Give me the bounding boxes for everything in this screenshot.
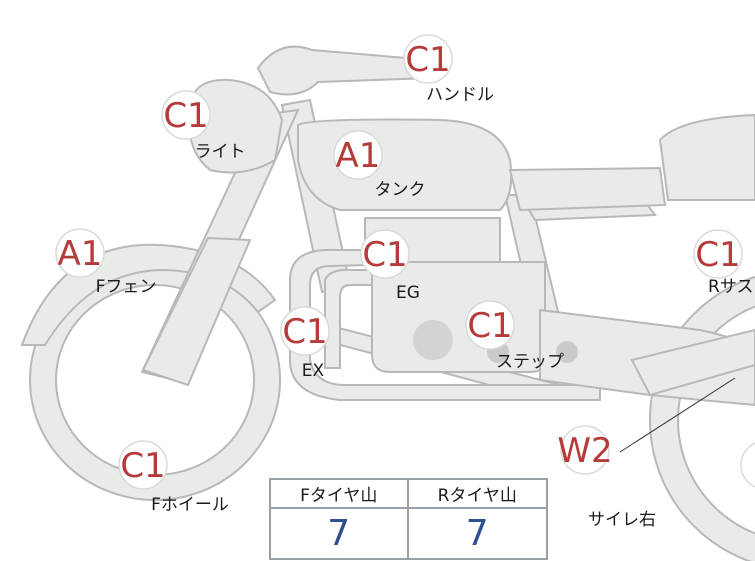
marker-label: ハンドル: [426, 85, 494, 105]
marker-code: C1: [163, 96, 208, 136]
marker-label: サイレ右: [588, 510, 656, 530]
rear-tire-value: 7: [465, 513, 489, 554]
marker-code: C: [753, 446, 755, 486]
marker-step: C1 ステップ: [465, 300, 564, 372]
marker-label: Rサス: [708, 277, 753, 297]
marker-badge: [333, 130, 383, 180]
marker-badge: [360, 229, 410, 279]
marker-badge: [740, 442, 755, 488]
marker-badge: [693, 229, 743, 279]
marker-badge: [560, 425, 610, 475]
front-tire-value: 7: [271, 509, 409, 558]
headlight: [188, 78, 284, 174]
marker-label: ステップ: [496, 352, 564, 372]
marker-code: C1: [120, 446, 165, 486]
marker-code: W2: [557, 431, 612, 471]
marker-silencer-r: W2 サイレ右: [557, 425, 656, 530]
marker-badge: [465, 300, 515, 350]
marker-label: ライト: [195, 142, 246, 162]
marker-badge: [280, 306, 330, 356]
marker-code: C1: [467, 306, 512, 346]
rear-tire-header: Rタイヤ山: [408, 480, 546, 509]
marker-badge: [161, 90, 211, 140]
marker-handle: C1 ハンドル: [403, 34, 494, 105]
marker-code: C1: [362, 235, 407, 275]
marker-code: C1: [405, 40, 450, 80]
marker-label: Fフェン: [96, 277, 157, 297]
marker-label: Fホイール: [151, 495, 229, 515]
marker-light: C1 ライト: [161, 90, 246, 162]
marker-label: EX: [302, 361, 325, 381]
marker-code: A1: [58, 234, 103, 274]
exhaust: [289, 248, 601, 401]
tire-tread-table: Fタイヤ山 Rタイヤ山 7 7: [269, 478, 548, 560]
marker-tank: A1 タンク: [333, 130, 426, 200]
marker-label: タンク: [375, 180, 426, 200]
rear-wheel: [648, 275, 755, 561]
front-tire-header: Fタイヤ山: [271, 480, 409, 509]
leader-line: [619, 377, 736, 453]
seat: [508, 166, 667, 212]
marker-code: A1: [336, 136, 381, 176]
marker-label: EG: [396, 283, 420, 303]
marker-r-wheel: C: [740, 442, 755, 488]
marker-badge: [403, 34, 453, 84]
marker-badge: [118, 440, 168, 490]
rear-cowl: [658, 113, 755, 201]
marker-badge: [55, 228, 105, 278]
marker-code: C1: [695, 235, 740, 275]
silencer: [539, 308, 755, 407]
marker-code: C1: [282, 312, 327, 352]
front-fork: [140, 108, 300, 387]
